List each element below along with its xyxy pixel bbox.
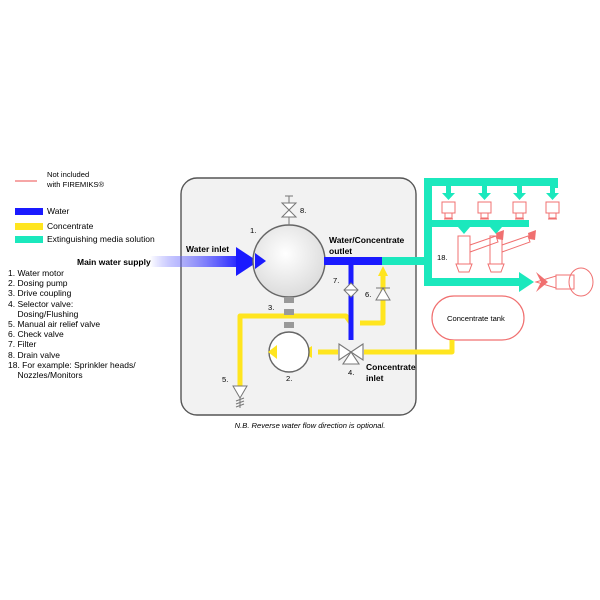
drain-valve	[280, 195, 298, 225]
motor-inner-arrow	[255, 253, 266, 269]
parts-item: 1. Water motor	[8, 268, 64, 278]
label-5: 5.	[222, 375, 229, 384]
drive-coupling	[284, 297, 294, 328]
sprinkler-heads	[441, 201, 560, 220]
not-included-line-1: Not included	[47, 170, 90, 179]
water-outlet-pipe	[324, 257, 384, 265]
outlet-label-line-2: outlet	[329, 245, 353, 256]
concentrate-inlet-label: Concentrate inlet	[366, 362, 416, 383]
label-2: 2.	[286, 374, 293, 383]
concentrate-tank-label: Concentrate tank	[447, 314, 505, 323]
parts-item: 2. Dosing pump	[8, 278, 68, 289]
monitor-spray	[536, 272, 548, 292]
water-swatch	[15, 208, 43, 215]
extinguishing-swatch	[15, 236, 43, 243]
legend-extinguishing: Extinguishing media solution	[47, 234, 155, 244]
legend-concentrate: Concentrate	[47, 221, 94, 231]
legend-water: Water	[47, 206, 70, 216]
label-18: 18.	[437, 253, 448, 262]
not-included-line-2: with FIREMIKS®	[47, 179, 105, 189]
parts-item: 6. Check valve	[8, 329, 64, 340]
label-4: 4.	[348, 368, 355, 377]
concentrate-tank	[431, 295, 525, 341]
filter	[343, 282, 359, 298]
label-1: 1.	[250, 226, 257, 235]
label-3: 3.	[268, 303, 275, 312]
parts-item: 8. Drain valve	[8, 349, 60, 360]
label-6: 6.	[365, 290, 372, 299]
monitor	[534, 267, 594, 297]
outlet-label: Water/Concentrate outlet	[329, 235, 404, 256]
concentrate-swatch	[15, 223, 43, 230]
dosing-pump-arrow	[268, 345, 277, 359]
main-water-supply-label: Main water supply	[77, 257, 151, 267]
label-7: 7.	[333, 276, 340, 285]
solution-outlet-pipe	[382, 257, 430, 265]
concentrate-inlet-line-2: inlet	[366, 372, 384, 383]
parts-list: 1. Water motor 2. Dosing pump 3. Drive c…	[8, 268, 178, 380]
parts-item: 18. For example: Sprinkler heads/	[8, 359, 136, 370]
check-valve	[375, 287, 391, 301]
concentrate-inlet-line-1: Concentrate	[366, 362, 416, 372]
water-inlet-label: Water inlet	[186, 244, 230, 254]
parts-item: 4. Selector valve:	[8, 298, 74, 309]
parts-item: 7. Filter	[8, 339, 37, 350]
parts-item: Dosing/Flushing	[8, 308, 79, 319]
water-inlet-arrow	[236, 247, 258, 276]
nozzles	[455, 235, 531, 273]
air-relief-valve	[232, 385, 248, 408]
extinguishing-network	[424, 178, 559, 292]
outlet-label-line-1: Water/Concentrate	[329, 235, 405, 245]
footnote: N.B. Reverse water flow direction is opt…	[234, 421, 386, 430]
selector-valve	[338, 342, 364, 365]
label-8: 8.	[300, 206, 307, 215]
parts-item: Nozzles/Monitors	[8, 370, 83, 381]
parts-item: 3. Drive coupling	[8, 288, 72, 299]
parts-item: 5. Manual air relief valve	[8, 319, 101, 330]
nozzle-sprays	[496, 230, 536, 240]
main-water-supply-pipe	[150, 256, 242, 267]
not-included-label: Not included with FIREMIKS®	[47, 170, 104, 189]
concentrate-arrow-up	[378, 266, 388, 276]
